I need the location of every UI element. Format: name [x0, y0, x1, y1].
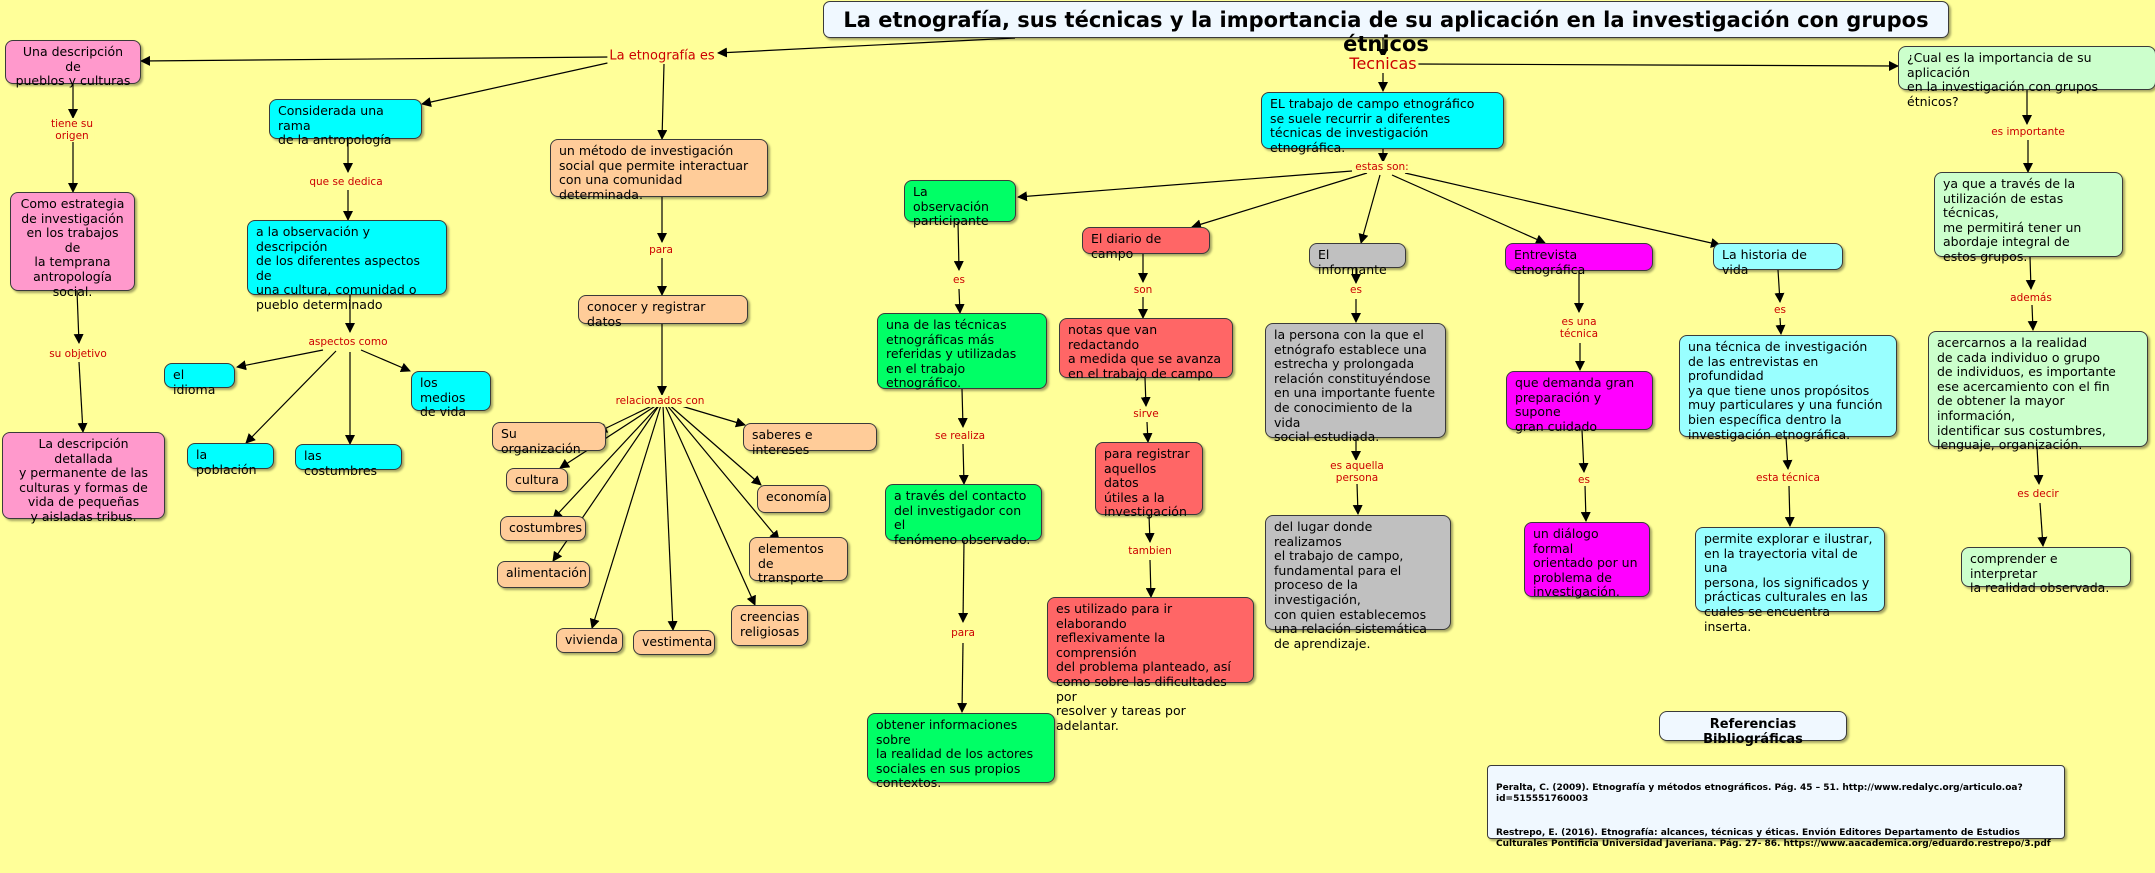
label-son: son	[1131, 284, 1155, 296]
label-aspectos-como: aspectos como	[306, 336, 390, 348]
label-para-2: para	[949, 627, 977, 639]
node-para-registrar: para registrar aquellos datos útiles a l…	[1095, 442, 1203, 519]
references-title: Referencias Bibliográficas	[1659, 711, 1847, 746]
node-alimentacion: alimentación	[497, 561, 590, 588]
node-utilizado: es utilizado para ir elaborando reflexiv…	[1047, 597, 1254, 733]
node-vivienda: vivienda	[556, 628, 623, 653]
label-ademas: además	[2008, 292, 2054, 304]
label-es-3: es	[1576, 474, 1592, 486]
node-idioma: el idioma	[164, 363, 235, 396]
label-es-una-tecnica: es una técnica	[1557, 316, 1601, 340]
label-tecnicas: Tecnicas	[1347, 54, 1419, 73]
node-informante: El informante	[1309, 243, 1406, 276]
node-su-organizacion: Su organización	[492, 422, 606, 455]
node-importancia: ¿Cual es la importancia de su aplicación…	[1898, 46, 2155, 109]
label-para-1: para	[647, 244, 675, 256]
node-dialogo: un diálogo formal orientado por un probl…	[1524, 522, 1650, 599]
label-es-aquella-persona: es aquella persona	[1328, 460, 1386, 484]
label-es-2: es	[1348, 284, 1364, 296]
node-medios-vida: los medios de vida	[411, 371, 491, 419]
node-tecnicas-referidas: una de las técnicas etnográficas más ref…	[877, 313, 1047, 390]
label-estas-son: estas son:	[1353, 161, 1411, 173]
label-la-etnografia-es: La etnografía es	[607, 48, 717, 64]
node-vestimenta: vestimenta	[633, 630, 715, 655]
node-estrategia: Como estrategia de investigación en los …	[10, 192, 135, 298]
node-costumbres-aspecto: las costumbres	[295, 444, 402, 477]
node-persona: la persona con la que el etnógrafo estab…	[1265, 323, 1446, 444]
label-es-decir: es decir	[2015, 488, 2061, 500]
node-notas: notas que van redactando a medida que se…	[1059, 318, 1233, 381]
node-entrevista: Entrevista etnográfica	[1505, 243, 1653, 276]
node-lugar: del lugar donde realizamos el trabajo de…	[1265, 515, 1451, 651]
label-esta-tecnica: esta técnica	[1754, 472, 1822, 484]
node-rama-antropologia: Considerada una rama de la antropología	[269, 99, 422, 147]
label-tiene-origen: tiene su origen	[48, 118, 96, 142]
node-comprender: comprender e interpretar la realidad obs…	[1961, 547, 2131, 595]
node-poblacion: la población	[187, 443, 274, 476]
node-descripcion-pueblos: Una descripción de pueblos y culturas	[5, 40, 141, 88]
node-conocer-registrar: conocer y registrar datos	[578, 295, 748, 328]
references-box: Peralta, C. (2009). Etnografía y métodos…	[1487, 765, 2065, 849]
label-sirve: sirve	[1131, 408, 1161, 420]
reference-1: Peralta, C. (2009). Etnografía y métodos…	[1496, 783, 2023, 804]
node-costumbres: costumbres	[500, 516, 586, 541]
label-es-4: es	[1772, 304, 1788, 316]
label-es-importante: es importante	[1989, 126, 2067, 138]
label-es-1: es	[951, 274, 967, 286]
node-contacto: a través del contacto del investigador c…	[885, 484, 1042, 547]
node-observacion-descripcion: a la observación y descripción de los di…	[247, 220, 447, 312]
label-que-se-dedica: que se dedica	[307, 176, 385, 188]
node-saberes: saberes e intereses	[743, 423, 877, 456]
node-cultura: cultura	[506, 468, 568, 492]
node-diario-campo: El diario de campo	[1082, 227, 1210, 260]
diagram-title: La etnografía, sus técnicas y la importa…	[823, 1, 1949, 56]
node-historia-vida: La historia de vida	[1713, 243, 1843, 276]
node-economia: economía	[757, 485, 830, 513]
node-permite-explorar: permite explorar e ilustrar, en la traye…	[1695, 527, 1885, 633]
label-se-realiza: se realiza	[932, 430, 988, 442]
node-observacion-participante: La observación participante	[904, 180, 1016, 228]
label-su-objetivo: su objetivo	[47, 348, 109, 360]
node-ya-que: ya que a través de la utilización de est…	[1934, 172, 2123, 264]
node-obtener-info: obtener informaciones sobre la realidad …	[867, 713, 1055, 790]
node-tecnica-investigacion: una técnica de investigación de las entr…	[1679, 335, 1897, 441]
label-relacionados-con: relacionados con	[613, 395, 707, 407]
node-creencias: creencias religiosas	[731, 605, 808, 646]
node-descripcion-detallada: La descripción detallada y permanente de…	[2, 432, 165, 524]
node-metodo: un método de investigación social que pe…	[550, 139, 768, 202]
label-tambien: tambien	[1126, 545, 1174, 557]
node-preparacion: que demanda gran preparación y supone gr…	[1506, 371, 1653, 434]
node-trabajo-campo: EL trabajo de campo etnográfico se suele…	[1261, 92, 1504, 155]
node-acercarnos: acercarnos a la realidad de cada individ…	[1928, 331, 2148, 452]
node-elementos-transporte: elementos de transporte	[749, 537, 848, 585]
reference-2: Restrepo, E. (2016). Etnografía: alcance…	[1496, 828, 2051, 849]
